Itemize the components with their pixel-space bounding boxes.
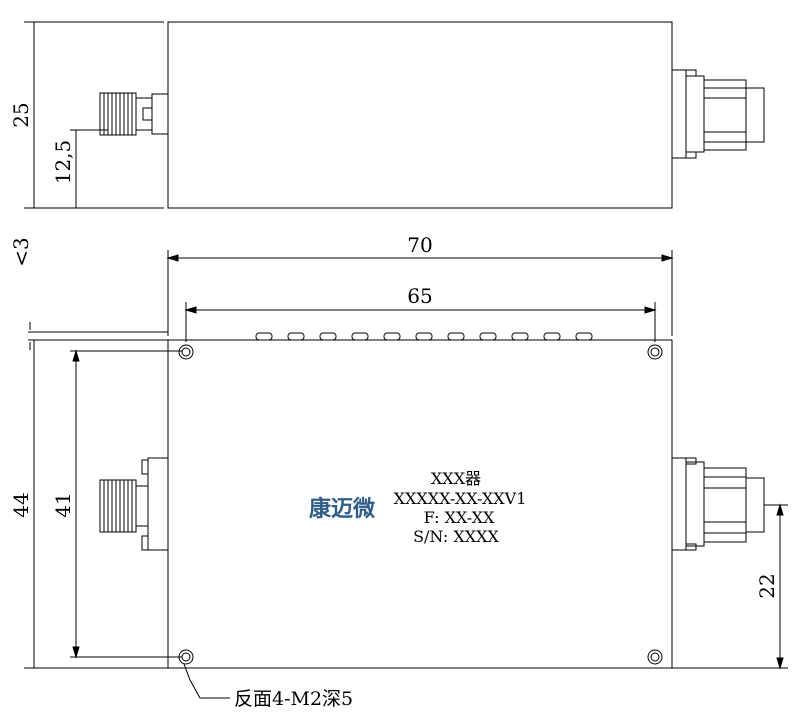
label-line-4: S/N: XXXX — [413, 527, 499, 546]
mounting-hole — [178, 344, 194, 360]
dim-top-center: 12,5 — [51, 140, 75, 185]
dim-connector-offset: 22 — [755, 573, 779, 598]
dim-top-height: 25 — [9, 102, 33, 127]
note-leader — [183, 663, 230, 699]
label-line-3: F: XX-XX — [424, 508, 495, 527]
dim-overall-length: 70 — [407, 233, 432, 257]
mounting-hole — [647, 649, 663, 665]
plan-right-connector — [671, 457, 765, 551]
mounting-hole — [178, 649, 194, 665]
brand-logo: 康迈微 — [309, 496, 375, 522]
edge-screws — [255, 332, 593, 341]
dim-hole-spacing-y: 41 — [51, 492, 75, 517]
label-line-2: XXXXX-XX-XXV1 — [394, 489, 527, 508]
top-right-connector — [671, 69, 765, 159]
label-line-1: XXX器 — [431, 469, 481, 488]
mounting-hole — [647, 344, 663, 360]
mounting-note: 反面4-M2深5 — [234, 688, 353, 710]
plan-left-connector — [99, 457, 169, 551]
dim-overall-width: 44 — [9, 492, 33, 517]
dim-gap: <3 — [9, 237, 33, 266]
top-left-connector — [99, 92, 169, 136]
dim-hole-spacing-x: 65 — [407, 284, 432, 308]
top-view-body — [167, 21, 673, 209]
